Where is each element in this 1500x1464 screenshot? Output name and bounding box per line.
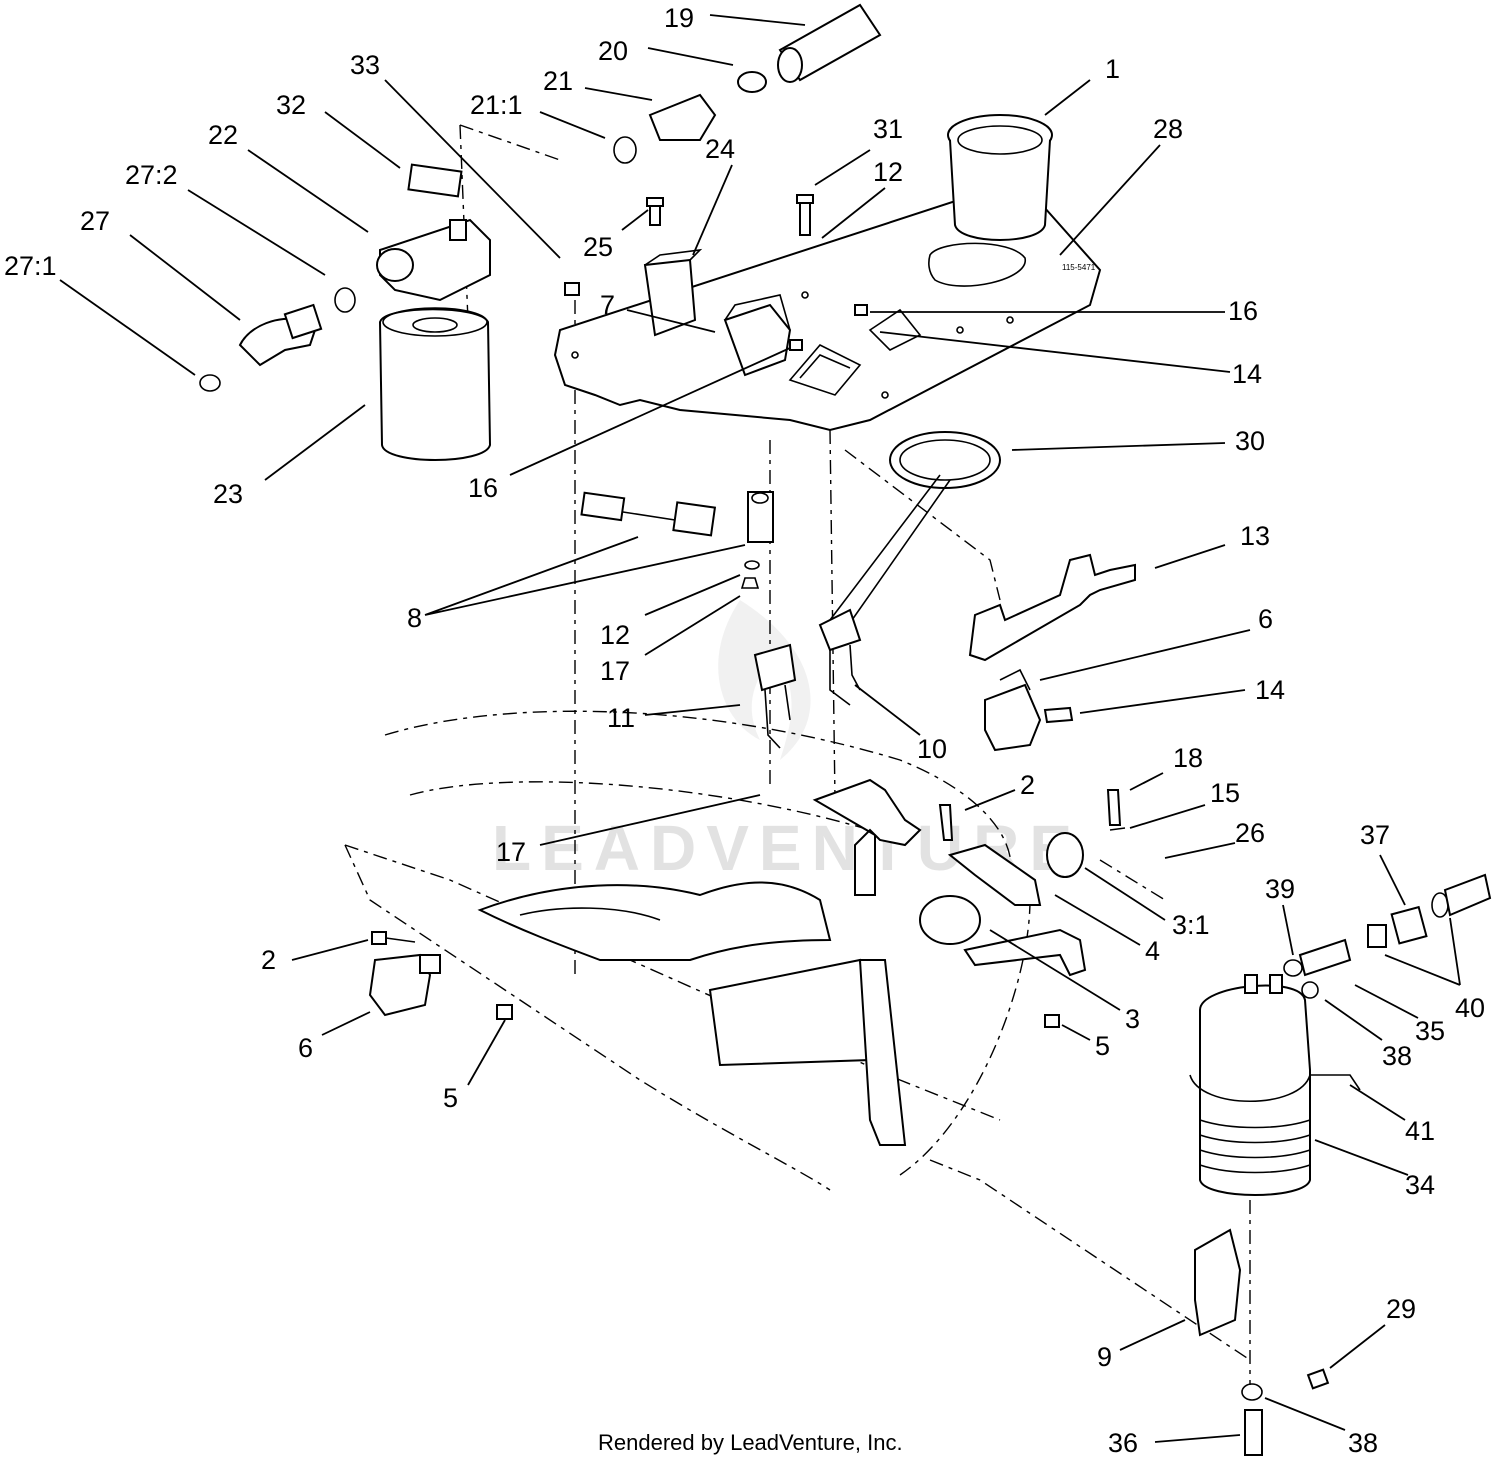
callout-1: 1 bbox=[1105, 54, 1120, 84]
callout-12: 12 bbox=[873, 157, 903, 187]
callout-14-lower: 14 bbox=[1255, 675, 1285, 705]
callout-17: 17 bbox=[600, 656, 630, 686]
callout-38: 38 bbox=[1382, 1041, 1412, 1071]
callout-22: 22 bbox=[208, 120, 238, 150]
callout-6: 6 bbox=[1258, 604, 1273, 634]
bracket-13 bbox=[968, 553, 1136, 662]
callout-34: 34 bbox=[1405, 1170, 1435, 1200]
relay-6-lower bbox=[368, 931, 513, 1020]
frame-rail bbox=[477, 881, 907, 1146]
callout-16-lower: 16 bbox=[468, 473, 498, 503]
callout-27: 27 bbox=[80, 206, 110, 236]
cup-holder bbox=[947, 114, 1053, 241]
callout-7: 7 bbox=[600, 290, 615, 320]
switch-11 bbox=[753, 643, 797, 749]
connector-35-40 bbox=[1283, 873, 1492, 999]
callout-26: 26 bbox=[1235, 818, 1265, 848]
callout-25: 25 bbox=[583, 232, 613, 262]
callout-29: 29 bbox=[1386, 1294, 1416, 1324]
callout-6-lower: 6 bbox=[298, 1033, 313, 1063]
callout-33: 33 bbox=[350, 50, 380, 80]
callout-39: 39 bbox=[1265, 874, 1295, 904]
callout-5-lower: 5 bbox=[443, 1083, 458, 1113]
hose-fittings bbox=[613, 3, 882, 164]
callout-14: 14 bbox=[1232, 359, 1262, 389]
callout-41: 41 bbox=[1405, 1116, 1435, 1146]
callout-2-lower: 2 bbox=[261, 945, 276, 975]
leader-lines bbox=[59, 14, 1461, 1443]
callout-4: 4 bbox=[1145, 936, 1160, 966]
callout-12-lower: 12 bbox=[600, 620, 630, 650]
bolts-top bbox=[564, 194, 868, 351]
footer-credit: Rendered by LeadVenture, Inc. bbox=[598, 1430, 903, 1455]
watermark-logo bbox=[718, 600, 811, 760]
callout-20: 20 bbox=[598, 36, 628, 66]
bracket-9 bbox=[1194, 1228, 1330, 1456]
throttle-handle bbox=[829, 431, 1001, 631]
callout-35: 35 bbox=[1415, 1016, 1445, 1046]
callout-19: 19 bbox=[664, 3, 694, 33]
callout-23: 23 bbox=[213, 479, 243, 509]
horn-canister bbox=[1189, 974, 1361, 1196]
callout-24: 24 bbox=[705, 134, 735, 164]
callout-8: 8 bbox=[407, 603, 422, 633]
callout-9: 9 bbox=[1097, 1342, 1112, 1372]
switch-10 bbox=[818, 608, 862, 706]
callout-27-2: 27:2 bbox=[125, 160, 178, 190]
relay-wire bbox=[580, 491, 774, 589]
callout-17-lower: 17 bbox=[496, 837, 526, 867]
callout-10: 10 bbox=[917, 734, 947, 764]
switch-7 bbox=[723, 294, 792, 377]
fittings-left bbox=[199, 287, 356, 392]
fuel-filter bbox=[376, 163, 492, 461]
callout-21-1: 21:1 bbox=[470, 90, 523, 120]
callout-13: 13 bbox=[1240, 521, 1270, 551]
callout-11: 11 bbox=[607, 703, 635, 733]
callout-16: 16 bbox=[1228, 296, 1258, 326]
callout-38-lower: 38 bbox=[1348, 1428, 1378, 1458]
callout-32: 32 bbox=[276, 90, 306, 120]
callout-40: 40 bbox=[1455, 993, 1485, 1023]
callout-21: 21 bbox=[543, 66, 573, 96]
callout-15: 15 bbox=[1210, 778, 1240, 808]
callout-30: 30 bbox=[1235, 426, 1265, 456]
relay-6-upper bbox=[984, 668, 1074, 752]
callout-37: 37 bbox=[1360, 820, 1390, 850]
switch-24 bbox=[643, 248, 703, 337]
callout-31: 31 bbox=[873, 114, 903, 144]
callout-5: 5 bbox=[1095, 1031, 1110, 1061]
bracket-14-top bbox=[788, 308, 922, 396]
callout-labels: 19 20 21 21:1 33 32 22 27:2 27 27:1 1 28… bbox=[4, 3, 1485, 1458]
callout-27-1: 27:1 bbox=[4, 251, 57, 281]
callout-36: 36 bbox=[1108, 1428, 1138, 1458]
callout-3-1: 3:1 bbox=[1172, 910, 1210, 940]
callout-3: 3 bbox=[1125, 1004, 1140, 1034]
callout-28: 28 bbox=[1153, 114, 1183, 144]
svg-text:115-5471: 115-5471 bbox=[1062, 263, 1096, 272]
callout-2: 2 bbox=[1020, 770, 1035, 800]
callout-18: 18 bbox=[1173, 743, 1203, 773]
